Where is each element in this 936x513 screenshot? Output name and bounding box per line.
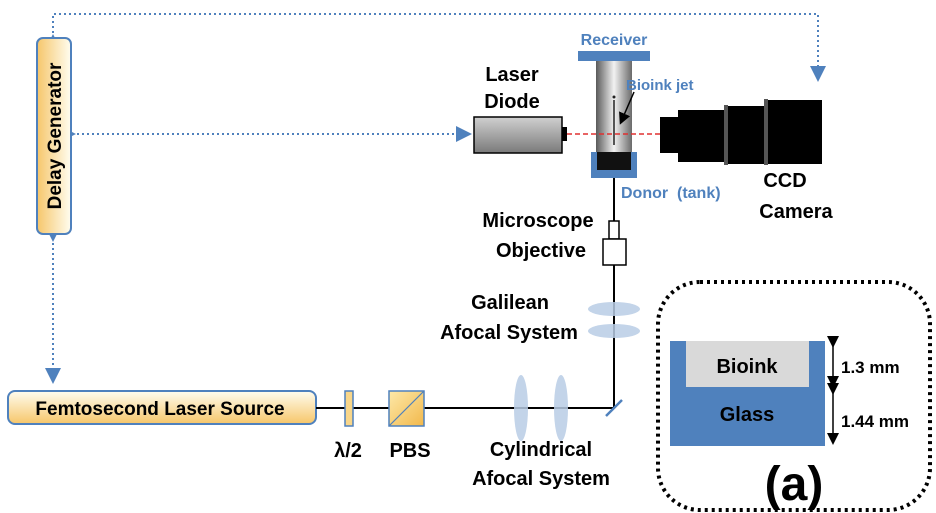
delay-generator-label: Delay Generator <box>45 62 66 209</box>
half-wave-plate <box>344 390 354 427</box>
cylindrical-label-line1: Cylindrical <box>490 439 592 461</box>
microscope-label-line1: Microscope <box>482 210 593 232</box>
microscope-label-line2: Objective <box>496 240 586 262</box>
inset-glass-label: Glass <box>720 404 774 426</box>
cylindrical-lens-1 <box>514 375 528 441</box>
inset-bioink-label: Bioink <box>716 356 778 378</box>
inset-panel-border <box>656 280 932 512</box>
laser-diode-label-line1: Laser <box>485 64 539 86</box>
bioink-jet-label: Bioink jet <box>626 77 694 94</box>
inset-glass-thickness: 1.44 mm <box>841 412 909 431</box>
galilean-label-line2: Afocal System <box>440 322 578 344</box>
pbs-label: PBS <box>389 440 430 462</box>
trigger-links <box>45 13 826 384</box>
laser-source-label: Femtosecond Laser Source <box>35 399 284 420</box>
ccd-label-line2: Camera <box>759 201 833 223</box>
receiver-plate <box>578 51 650 61</box>
ccd-label-line1: CCD <box>763 170 806 192</box>
bioink-jet-droplet <box>612 95 616 99</box>
bioink-jet-arrow <box>619 91 635 125</box>
cylindrical-lens-2 <box>554 375 568 441</box>
laser-diode-aperture <box>562 127 567 141</box>
half-wave-label: λ/2 <box>334 440 362 462</box>
folding-mirror <box>605 399 623 417</box>
galilean-lens-1 <box>588 302 640 316</box>
ccd-camera <box>660 99 822 165</box>
link-to-camera <box>45 13 826 82</box>
inset-bioink-layer <box>686 341 809 387</box>
pbs-diagonal <box>388 390 425 427</box>
galilean-lens-2 <box>588 324 640 338</box>
galilean-label-line1: Galilean <box>471 292 549 314</box>
laser-diode-body <box>473 116 563 154</box>
cylindrical-label-line2: Afocal System <box>472 468 610 490</box>
donor-label: Donor (tank) <box>621 185 721 202</box>
receiver-label: Receiver <box>581 32 648 49</box>
inset-panel-label: (a) <box>765 458 824 511</box>
laser-diode-label-line2: Diode <box>484 91 540 113</box>
delay-generator-box <box>36 37 72 235</box>
objective-body <box>602 238 627 266</box>
inset-bioink-thickness: 1.3 mm <box>841 358 900 377</box>
donor-tank-bioink <box>597 152 631 170</box>
objective-tip <box>608 220 620 240</box>
